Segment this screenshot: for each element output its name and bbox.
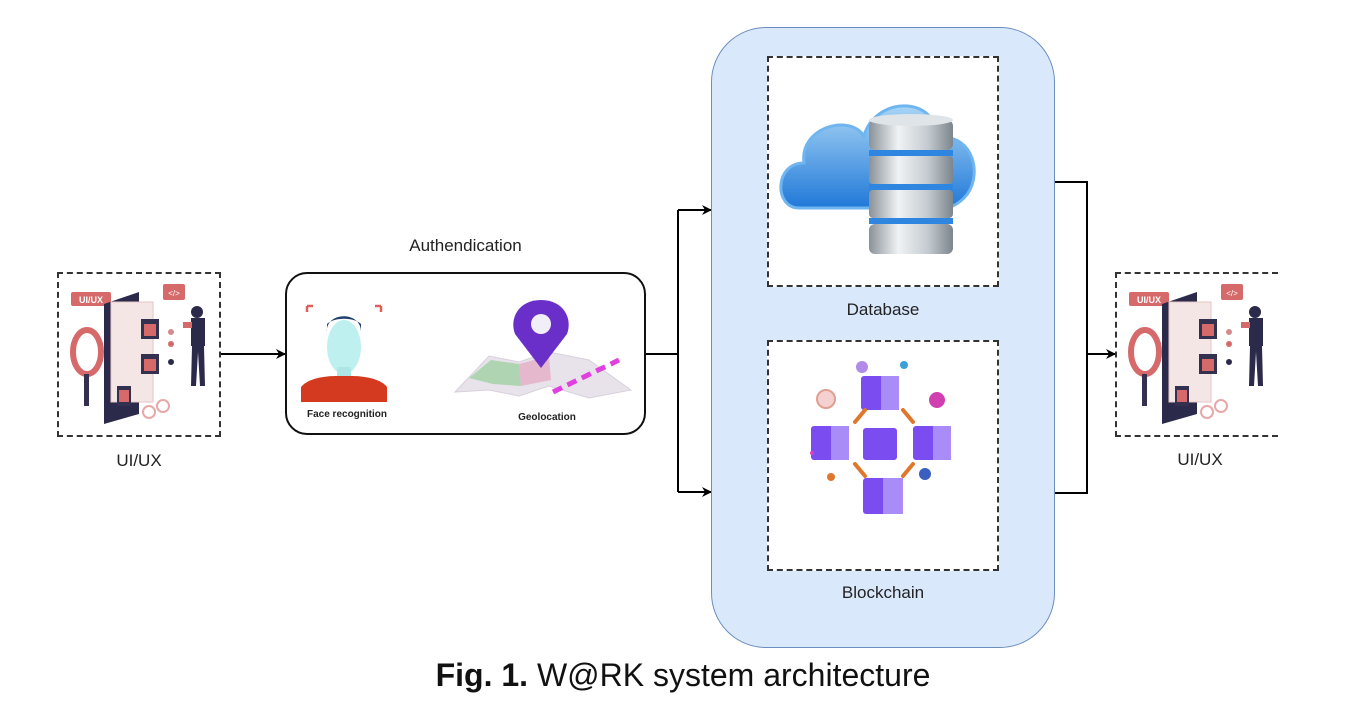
left-ui-ux-box: UI/UX </> (57, 272, 221, 437)
database-box (767, 56, 999, 287)
face-recognition-icon (301, 304, 387, 402)
connector-backend-out (1055, 181, 1088, 494)
left-ui-ux-label: UI/UX (116, 451, 162, 470)
map-pin-icon (453, 300, 633, 399)
svg-text:UI/UX: UI/UX (1137, 295, 1161, 305)
caption-text: W@RK system architecture (528, 657, 931, 693)
face-recognition-label: Face recognition (306, 409, 387, 420)
blockchain-label: Blockchain (841, 583, 925, 602)
svg-text:</>: </> (1226, 289, 1238, 298)
svg-text:</>: </> (168, 289, 180, 298)
ui-ux-designer-illustration-icon: UI/UX </> (1128, 284, 1263, 424)
figure-caption: Fig. 1. W@RK system architecture (0, 657, 1366, 694)
svg-text:UI/UX: UI/UX (79, 295, 103, 305)
authentication-title: Authendication (409, 236, 522, 255)
database-label: Database (846, 300, 920, 319)
ui-ux-designer-illustration-icon: UI/UX </> (70, 284, 205, 424)
authentication-box: Face recognition Geolocation (285, 272, 646, 435)
right-ui-ux-label: UI/UX (1177, 450, 1223, 469)
blockchain-cubes-icon (810, 361, 951, 514)
right-ui-ux-box: UI/UX </> (1115, 272, 1278, 437)
cloud-database-icon (779, 104, 976, 254)
geolocation-label: Geolocation (518, 412, 576, 423)
caption-prefix: Fig. 1. (435, 657, 529, 693)
blockchain-box (767, 340, 999, 571)
